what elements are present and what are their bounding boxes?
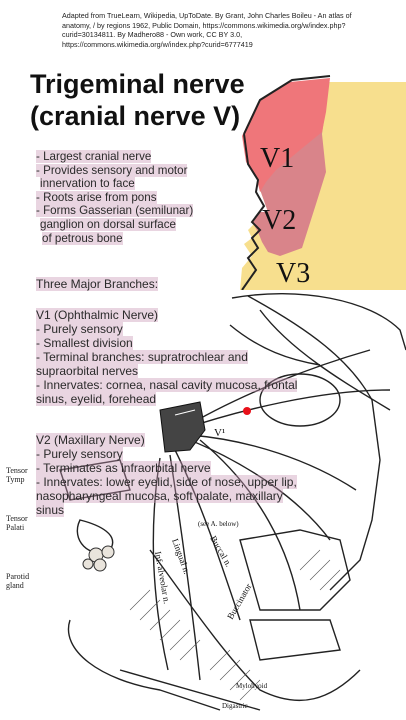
- title-line-1: Trigeminal nerve: [30, 69, 245, 99]
- note-line: of petrous bone: [42, 231, 123, 245]
- v1-region: [242, 78, 330, 192]
- orbit: [259, 373, 341, 427]
- v1-line: - Innervates: cornea, nasal cavity mucos…: [36, 378, 298, 392]
- note-line: - Forms Gasserian (semilunar): [36, 204, 194, 218]
- v2-line: sinus: [36, 503, 65, 517]
- see-a-below-label: (see A. below): [198, 520, 239, 528]
- branches-heading-text: Three Major Branches:: [36, 277, 159, 291]
- v1-line: sinus, eyelid, forehead: [36, 392, 157, 406]
- tensor-palati-label: Tensor Palati: [6, 514, 28, 532]
- v2-line: nasopharyngeal mucosa, soft palate, maxi…: [36, 489, 283, 503]
- overview-notes: - Largest cranial nerve - Provides senso…: [36, 150, 206, 245]
- title-line-2: (cranial nerve V): [30, 101, 241, 131]
- parotid-gland: [82, 545, 115, 572]
- note-line: - Largest cranial nerve: [36, 150, 152, 163]
- v1-line: - Purely sensory: [36, 322, 123, 336]
- pointer-dot: [243, 407, 251, 415]
- v2-section: V2 (Maxillary Nerve) - Purely sensory - …: [36, 433, 326, 517]
- gasserian-ganglion: [159, 401, 206, 453]
- digastric-label: Digastric: [222, 702, 248, 710]
- lingual-label: Lingual n.: [170, 537, 192, 575]
- branches-heading: Three Major Branches:: [36, 277, 159, 291]
- v1-line: V1 (Ophthalmic Nerve): [36, 308, 159, 322]
- parotid-gland-label: Parotid gland: [6, 572, 30, 590]
- v2-line: - Purely sensory: [36, 447, 123, 461]
- v1-line: - Smallest division: [36, 336, 133, 350]
- page-title: Trigeminal nerve (cranial nerve V): [30, 68, 245, 132]
- v3-label: V3: [276, 258, 310, 289]
- v1-section: V1 (Ophthalmic Nerve) - Purely sensory -…: [36, 308, 326, 406]
- mandible-outline: [149, 549, 361, 702]
- face-profile-outline: [241, 75, 331, 290]
- v1-line: - Terminal branches: supratrochlear and: [36, 350, 248, 364]
- v2-line: - Terminates as infraorbital nerve: [36, 461, 211, 475]
- v2-label: V2: [262, 205, 296, 236]
- note-line: innervation to face: [40, 177, 135, 191]
- attribution-text: Adapted from TrueLearn, Wikipedia, UpToD…: [62, 11, 352, 49]
- tensor-tymp-label: Tensor Tymp: [6, 466, 28, 484]
- note-line: - Provides sensory and motor: [36, 163, 188, 177]
- skull-outline: [231, 293, 406, 351]
- note-line: ganglion on dorsal surface: [40, 217, 176, 231]
- note-line: - Roots arise from pons: [36, 190, 157, 204]
- v2-line: V2 (Maxillary Nerve): [36, 433, 145, 447]
- v1-line: supraorbital nerves: [36, 364, 139, 378]
- face-dermatome-diagram: V1 V2 V3: [240, 75, 406, 290]
- v2-line: - Innervates: lower eyelid, side of nose…: [36, 475, 297, 489]
- v1-label: V1: [260, 143, 294, 174]
- mylohyoid-label: Mylohyoid: [236, 682, 268, 690]
- trigeminal-anatomy-drawing: V¹ (see A. below) Lingual n. Inf. alveol…: [59, 293, 406, 711]
- v1-nerve-label: V¹: [214, 427, 225, 439]
